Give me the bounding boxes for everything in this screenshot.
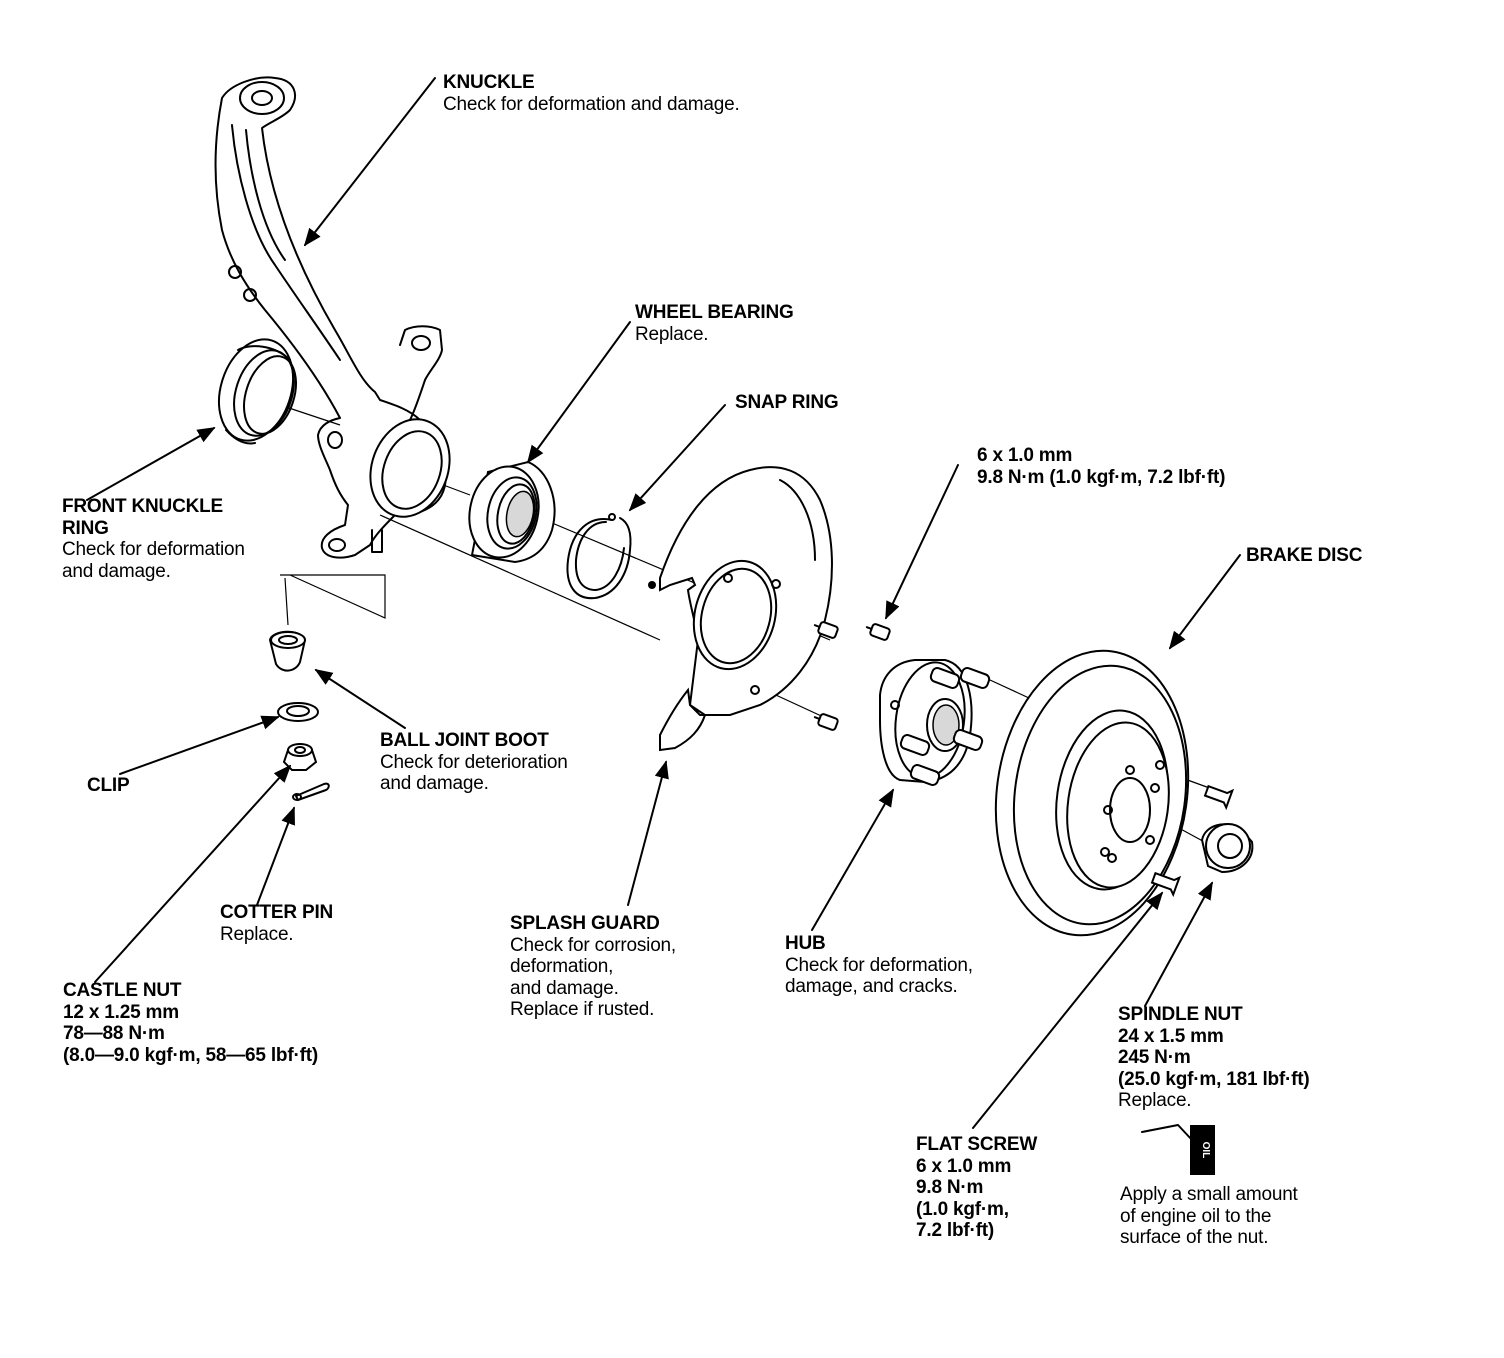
flat-screw-torque-alt-1: (1.0 kgf·m, — [916, 1198, 1009, 1220]
splash-guard-note-3: and damage. — [510, 977, 619, 999]
cotter-pin-label: COTTER PIN Replace. — [220, 902, 333, 945]
oil-note-label: Apply a small amount of engine oil to th… — [1120, 1184, 1298, 1249]
svg-text:OIL: OIL — [1200, 1142, 1211, 1159]
snap-ring-title: SNAP RING — [735, 392, 839, 413]
front-knuckle-ring-label: FRONT KNUCKLE RING Check for deformation… — [62, 496, 245, 582]
hub-note-1: Check for deformation, — [785, 954, 973, 976]
snap-ring-label: SNAP RING — [735, 392, 839, 414]
brake-disc-part — [994, 649, 1190, 937]
castle-nut-label: CASTLE NUT 12 x 1.25 mm 78—88 N·m (8.0—9… — [63, 980, 318, 1066]
splash-guard-note-1: Check for corrosion, — [510, 934, 677, 956]
flat-screw-label: FLAT SCREW 6 x 1.0 mm 9.8 N·m (1.0 kgf·m… — [916, 1134, 1037, 1242]
brake-disc-title: BRAKE DISC — [1246, 545, 1363, 566]
bolt-spec-torque: 9.8 N·m (1.0 kgf·m, 7.2 lbf·ft) — [977, 466, 1226, 488]
ball-joint-boot-title: BALL JOINT BOOT — [380, 730, 549, 751]
clip-part — [277, 702, 319, 722]
castle-nut-size: 12 x 1.25 mm — [63, 1001, 179, 1023]
splash-guard-label: SPLASH GUARD Check for corrosion, deform… — [510, 913, 676, 1021]
ball-joint-boot-note-2: and damage. — [380, 773, 489, 794]
hub-part — [879, 659, 991, 786]
spindle-nut-size: 24 x 1.5 mm — [1118, 1025, 1224, 1047]
spindle-nut-torque: 245 N·m — [1118, 1047, 1191, 1068]
splash-guard-note-4: Replace if rusted. — [510, 999, 655, 1020]
wheel-bearing-note: Replace. — [635, 323, 709, 345]
splash-guard-title: SPLASH GUARD — [510, 913, 660, 934]
snap-ring-part — [566, 513, 632, 600]
front-knuckle-ring-note-2: and damage. — [62, 560, 171, 582]
splash-guard-part — [648, 466, 833, 752]
knuckle-title: KNUCKLE — [443, 72, 535, 93]
cotter-pin-note: Replace. — [220, 923, 294, 945]
oil-note-2: of engine oil to the — [1120, 1205, 1272, 1227]
front-knuckle-ring-title-2: RING — [62, 517, 109, 539]
cotter-pin-title: COTTER PIN — [220, 902, 334, 923]
wheel-bearing-label: WHEEL BEARING Replace. — [635, 302, 794, 345]
flat-screw-title: FLAT SCREW — [916, 1134, 1038, 1155]
splash-guard-note-2: deformation, — [510, 956, 614, 977]
hub-title: HUB — [785, 933, 826, 954]
spindle-nut-torque-alt: (25.0 kgf·m, 181 lbf·ft) — [1118, 1068, 1310, 1090]
bolt-spec-label: 6 x 1.0 mm 9.8 N·m (1.0 kgf·m, 7.2 lbf·f… — [977, 445, 1225, 488]
front-knuckle-ring-title-1: FRONT KNUCKLE — [62, 496, 223, 517]
castle-nut-torque: 78—88 N·m — [63, 1023, 165, 1044]
oil-note-1: Apply a small amount — [1120, 1184, 1298, 1205]
spindle-nut-title: SPINDLE NUT — [1118, 1004, 1243, 1025]
spindle-nut-label: SPINDLE NUT 24 x 1.5 mm 245 N·m (25.0 kg… — [1118, 1004, 1310, 1112]
flat-screws — [1150, 784, 1235, 898]
flat-screw-size: 6 x 1.0 mm — [916, 1155, 1012, 1177]
oil-can-icon: OIL — [1141, 1124, 1215, 1175]
splash-guard-bolts — [813, 621, 891, 731]
castle-nut-torque-alt: (8.0—9.0 kgf·m, 58—65 lbf·ft) — [63, 1044, 318, 1066]
hub-note-2: damage, and cracks. — [785, 976, 958, 997]
clip-title: CLIP — [87, 775, 130, 796]
wheel-bearing-title: WHEEL BEARING — [635, 302, 794, 323]
wheel-bearing-part — [468, 460, 556, 564]
castle-nut-part — [282, 743, 318, 771]
spindle-nut-part — [1200, 823, 1254, 874]
flat-screw-torque-alt-2: 7.2 lbf·ft) — [916, 1220, 995, 1241]
oil-note-3: surface of the nut. — [1120, 1227, 1269, 1248]
knuckle-note: Check for deformation and damage. — [443, 93, 740, 115]
knuckle-label: KNUCKLE Check for deformation and damage… — [443, 72, 740, 115]
leader-lines — [86, 77, 1241, 1129]
ball-joint-boot-note-1: Check for deterioration — [380, 751, 568, 773]
front-knuckle-ring-note-1: Check for deformation — [62, 539, 245, 560]
flat-screw-torque: 9.8 N·m — [916, 1177, 984, 1198]
hub-label: HUB Check for deformation, damage, and c… — [785, 933, 973, 998]
clip-label: CLIP — [87, 775, 130, 797]
ball-joint-boot-label: BALL JOINT BOOT Check for deterioration … — [380, 730, 568, 795]
brake-disc-label: BRAKE DISC — [1246, 545, 1362, 567]
front-knuckle-ring-part — [218, 338, 297, 445]
ball-joint-boot-part — [268, 630, 307, 672]
spindle-nut-note: Replace. — [1118, 1090, 1192, 1111]
knuckle-part — [214, 76, 451, 626]
castle-nut-title: CASTLE NUT — [63, 980, 182, 1001]
bolt-spec-size: 6 x 1.0 mm — [977, 445, 1073, 466]
cotter-pin-part — [292, 782, 330, 801]
